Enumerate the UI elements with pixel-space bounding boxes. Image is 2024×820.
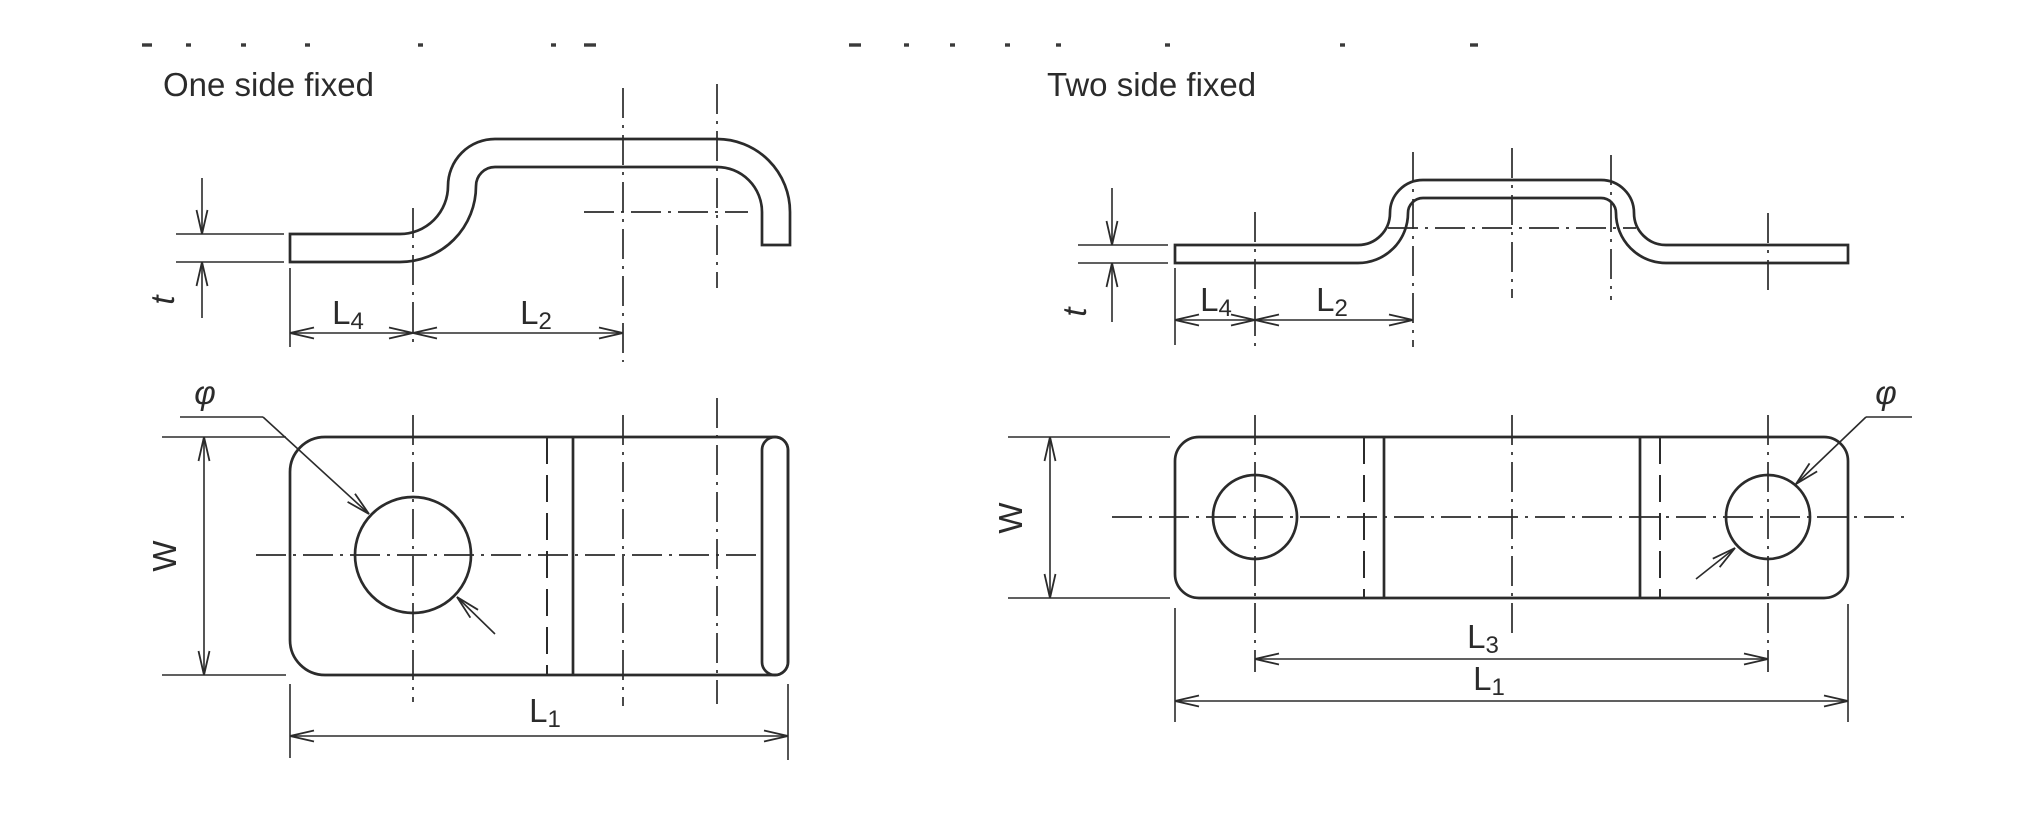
- hole-circle: [353, 495, 473, 615]
- hole-pointer-arrow: [1695, 547, 1736, 580]
- side-view-outline: [1173, 178, 1850, 265]
- rolled-edge-outline: [760, 435, 790, 677]
- diameter-leader: φ: [1695, 374, 1912, 580]
- hole-circle-left: [1211, 473, 1299, 561]
- l4-label: L4: [1200, 281, 1232, 322]
- dimension-l1: L1: [289, 684, 789, 760]
- l4-label: L4: [332, 294, 364, 335]
- thickness-label: t: [1056, 306, 1093, 317]
- l2-label: L2: [1316, 281, 1348, 322]
- thickness-label: t: [144, 294, 181, 305]
- l2-label: L2: [520, 294, 552, 335]
- one-side-fixed-drawing: One side fixed t L4 L2: [144, 66, 792, 760]
- width-label: W: [992, 502, 1029, 534]
- l1-label: L1: [1473, 660, 1505, 701]
- hole-pointer-arrow: [456, 596, 496, 635]
- two-side-fixed-title: Two side fixed: [1047, 66, 1256, 103]
- plan-view-outline: [288, 435, 790, 677]
- dimension-l1: L1: [1174, 604, 1849, 722]
- side-view-outline: [288, 137, 792, 264]
- one-side-fixed-title: One side fixed: [163, 66, 374, 103]
- hole-circle-right: [1724, 473, 1812, 561]
- dimension-width: W: [146, 436, 286, 676]
- dimension-l4-l2: L4 L2: [1174, 268, 1414, 345]
- l3-label: L3: [1467, 618, 1499, 659]
- dimension-thickness: t: [1056, 188, 1168, 322]
- dimension-width: W: [992, 436, 1170, 599]
- two-side-fixed-drawing: Two side fixed t L4 L2: [992, 66, 1912, 722]
- width-label: W: [146, 540, 183, 572]
- l1-label: L1: [529, 692, 561, 733]
- dimension-thickness: t: [144, 178, 284, 318]
- diameter-label: φ: [194, 374, 216, 411]
- diameter-label: φ: [1875, 374, 1897, 411]
- dimension-l4-l2: L4 L2: [289, 268, 624, 347]
- dimension-l3: L3: [1254, 618, 1769, 666]
- diameter-leader: φ: [180, 374, 496, 635]
- plan-view-outline: [1173, 435, 1850, 600]
